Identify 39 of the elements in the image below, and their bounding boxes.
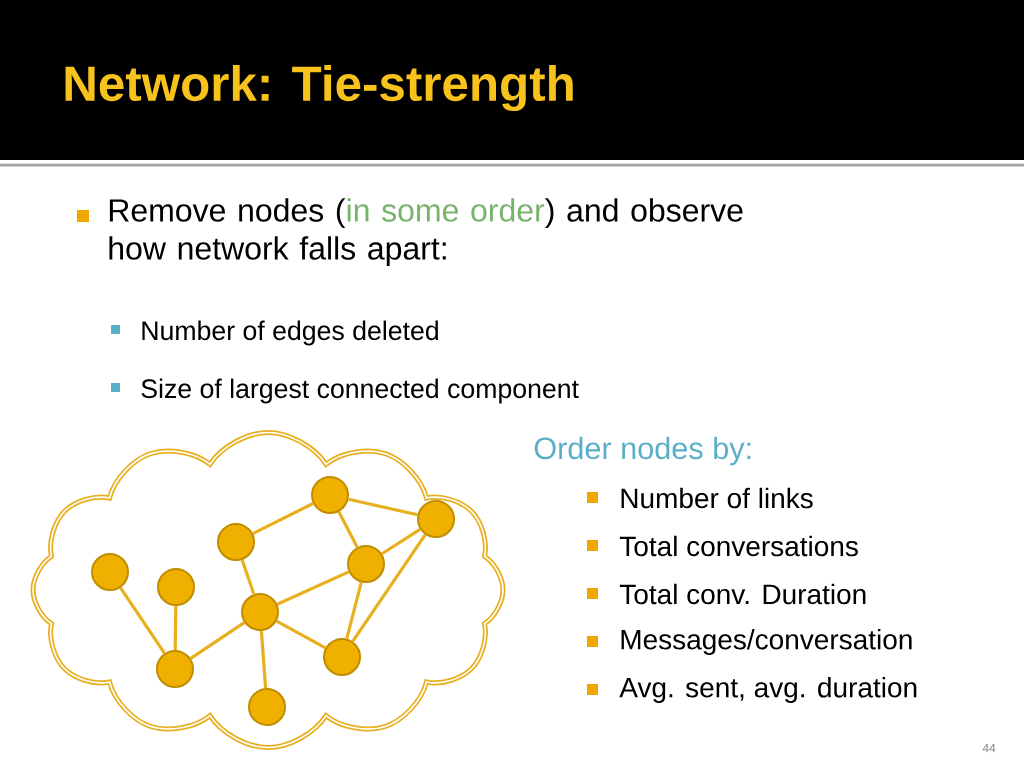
network-node <box>91 553 129 591</box>
network-node <box>323 638 361 676</box>
list-item: Total conv. Duration <box>619 583 866 605</box>
list-item: Total conversations <box>619 535 858 557</box>
network-edge <box>381 527 421 556</box>
network-edge <box>119 586 166 655</box>
heading-text: Order nodes by: <box>534 436 751 466</box>
network-edge <box>276 570 350 606</box>
network-edge <box>337 511 359 548</box>
bullet-text: Remove nodes (in some order) and observe how network falls apart: <box>109 198 743 267</box>
network-edge <box>345 582 363 639</box>
network-node <box>311 476 349 514</box>
network-edge <box>173 606 178 651</box>
page-number: 44 <box>982 743 996 753</box>
label: Remove nodes ( <box>109 198 346 229</box>
list-item: Number of links <box>621 487 813 509</box>
sub-bullet-text: Size of largest connected component <box>141 378 579 404</box>
network-edge <box>351 533 427 643</box>
network-edge <box>275 619 327 650</box>
label: in some order <box>347 198 545 222</box>
network-node <box>217 523 255 561</box>
network-node <box>157 568 195 606</box>
label: ) and observe <box>544 198 743 229</box>
network-node <box>241 593 279 631</box>
network-node <box>156 650 194 688</box>
network-node <box>248 688 286 726</box>
network-node <box>347 545 385 583</box>
network-edge <box>189 621 246 660</box>
cloud-shape <box>30 430 506 751</box>
network-edge <box>240 559 256 595</box>
network-edge <box>348 497 418 517</box>
sub-bullet-text: Number of edges deleted <box>142 320 438 346</box>
list-item: Avg. sent, avg. duration <box>619 676 917 704</box>
network-edge <box>252 502 314 535</box>
network-node <box>417 500 455 538</box>
network-edge <box>259 630 268 689</box>
title: Network: Tie-strength <box>65 64 573 112</box>
list-item: Messages/conversation <box>621 628 912 656</box>
label: how network falls apart: <box>109 236 446 267</box>
